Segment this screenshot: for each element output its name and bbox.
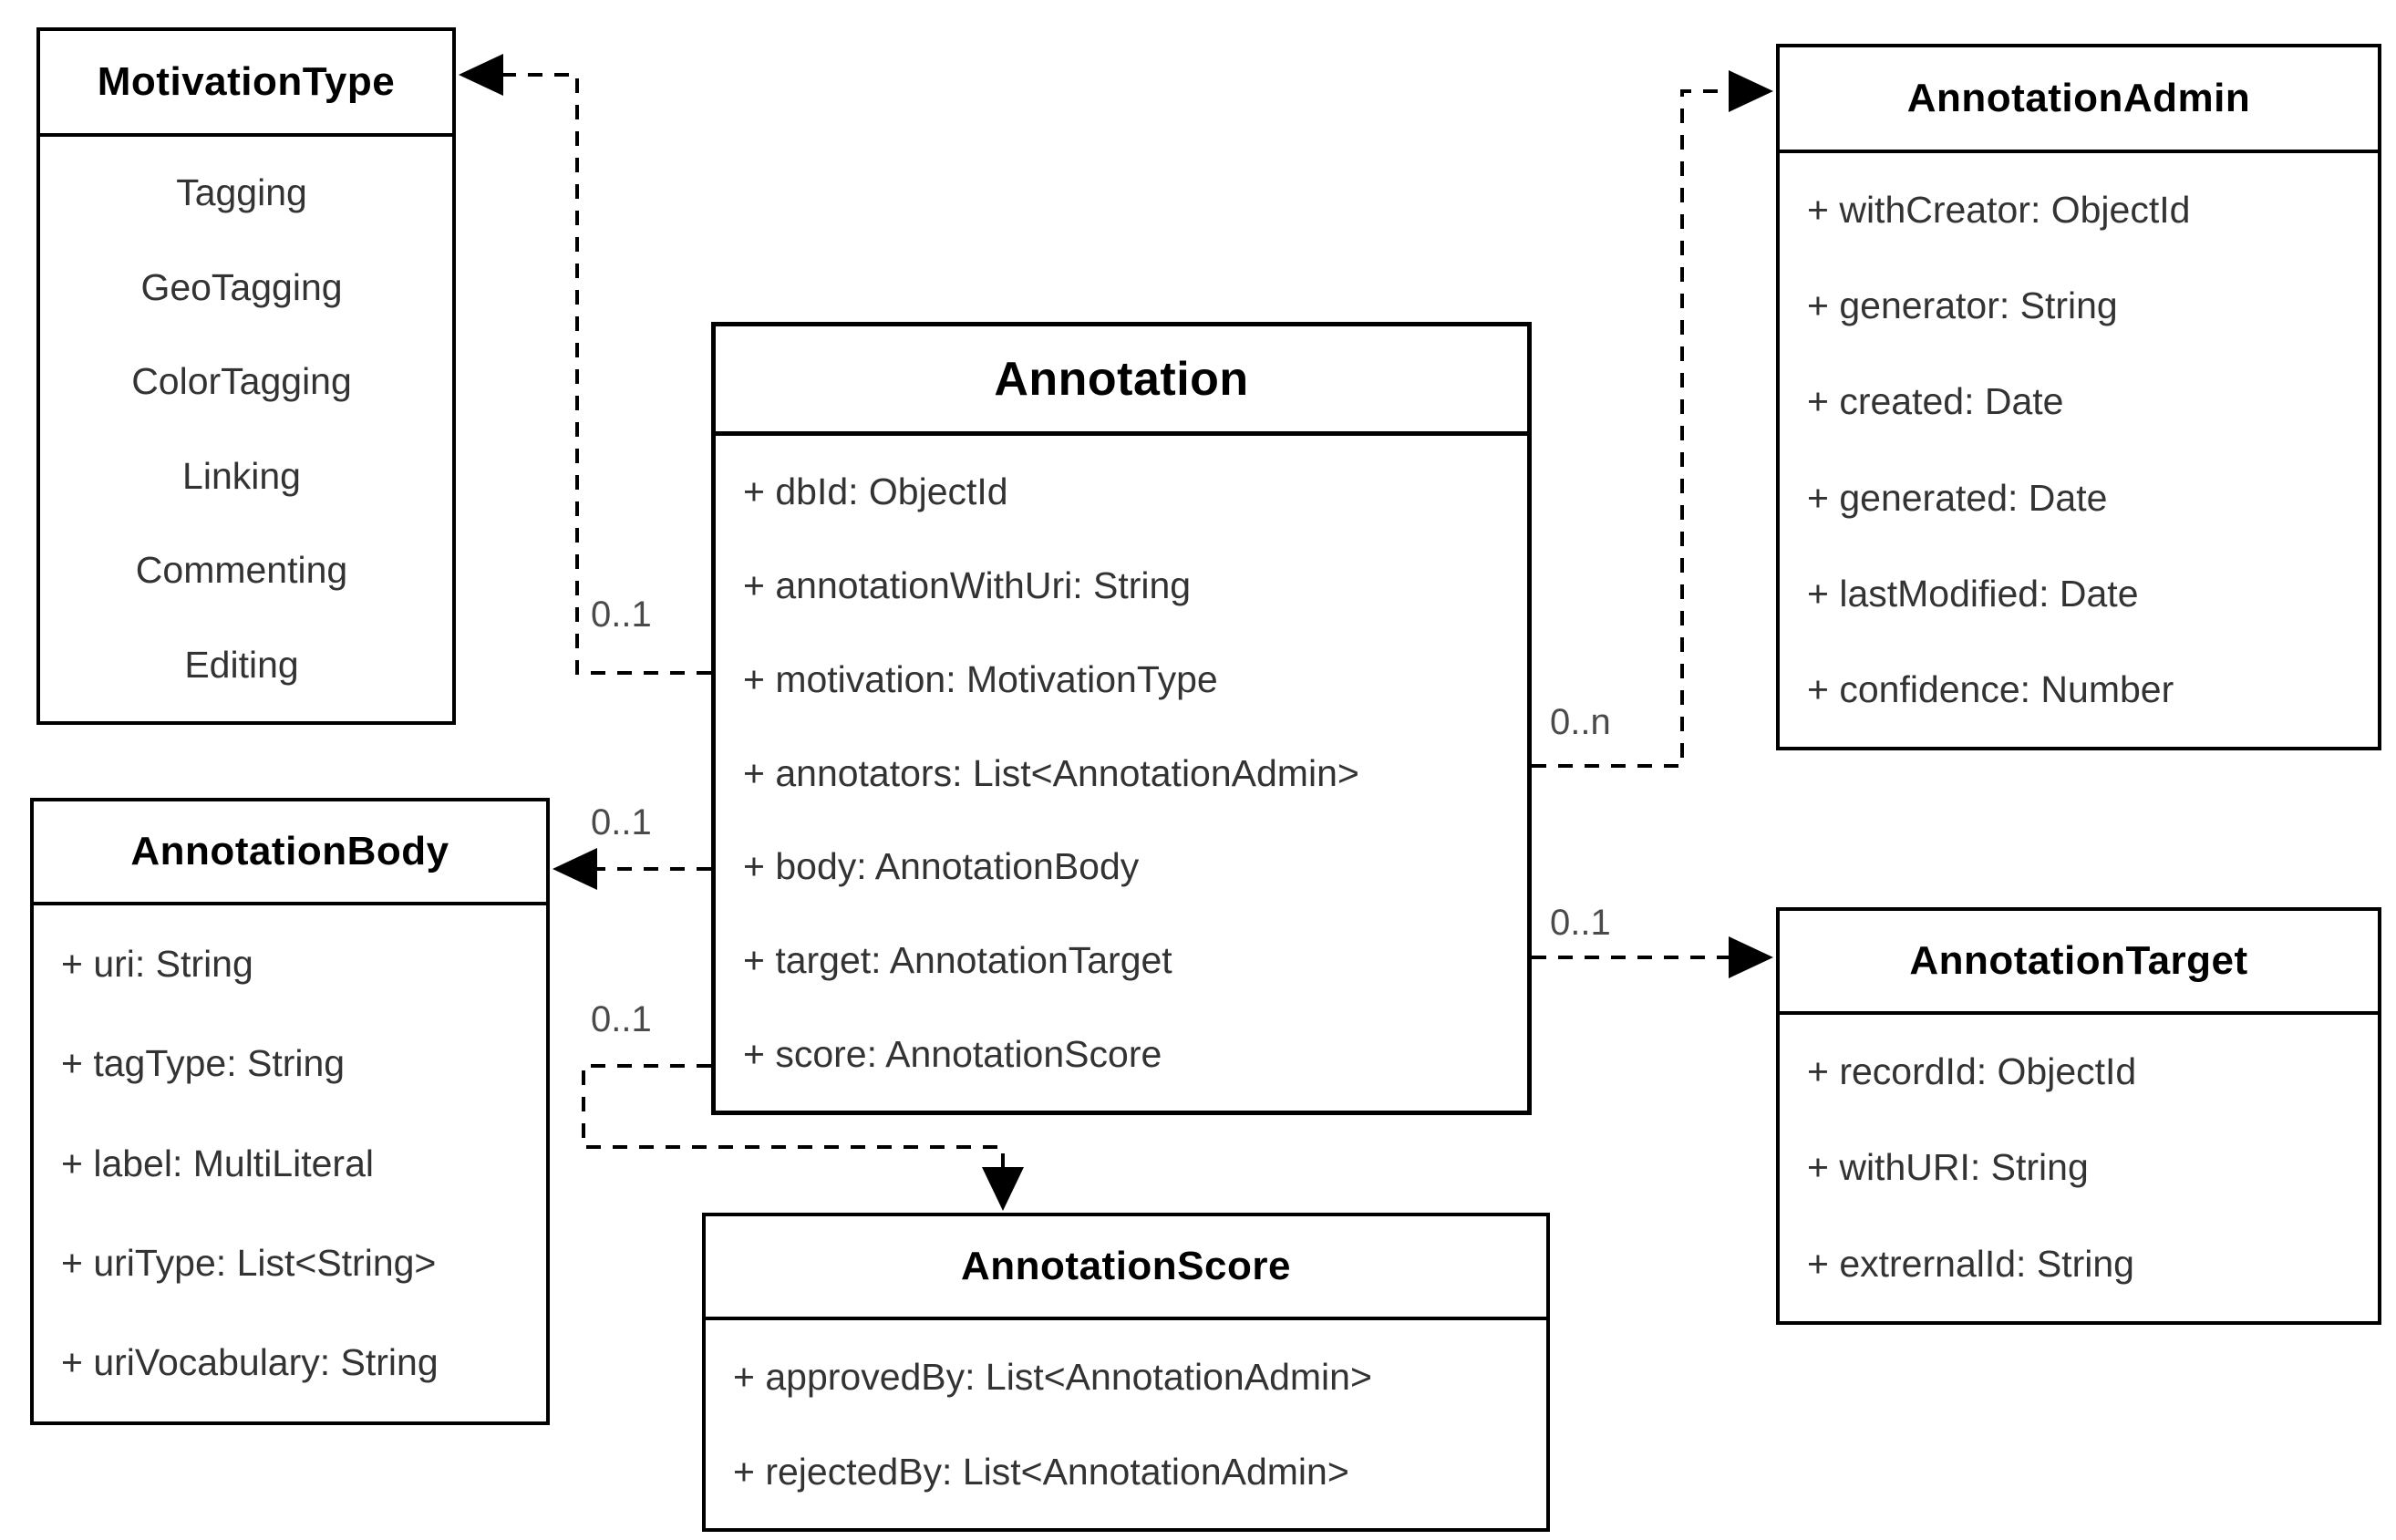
multiplicity-label: 0..1 [591, 999, 652, 1039]
attribute-row: + annotators: List<AnnotationAdmin> [743, 751, 1359, 794]
attribute-row: + rejectedBy: List<AnnotationAdmin> [733, 1450, 1349, 1493]
class-title-annotationadmin: AnnotationAdmin [1780, 47, 2378, 153]
class-box-annotation: Annotation + dbId: ObjectId + annotation… [711, 322, 1532, 1115]
enum-value: ColorTagging [131, 360, 352, 403]
attribute-row: + tagType: String [61, 1042, 346, 1085]
attribute-row: + score: AnnotationScore [743, 1033, 1162, 1076]
attribute-list: + withCreator: ObjectId + generator: Str… [1780, 153, 2378, 747]
class-box-annotationtarget: AnnotationTarget + recordId: ObjectId + … [1776, 907, 2381, 1325]
attribute-row: + lastModified: Date [1807, 572, 2139, 615]
enum-value: Commenting [135, 549, 348, 592]
attribute-list: + uri: String + tagType: String + label:… [34, 905, 546, 1421]
arrowhead-down-icon [982, 1167, 1024, 1211]
attribute-row: + recordId: ObjectId [1807, 1050, 2137, 1093]
arrowhead-left-icon [459, 54, 503, 96]
enum-value: GeoTagging [140, 265, 343, 308]
attribute-row: + withCreator: ObjectId [1807, 189, 2191, 232]
relation-score-line [582, 1064, 1005, 1171]
attribute-row: + created: Date [1807, 380, 2064, 423]
attribute-row: + approvedBy: List<AnnotationAdmin> [733, 1355, 1372, 1398]
multiplicity-label: 0..1 [591, 594, 652, 635]
arrowhead-left-icon [553, 848, 597, 890]
attribute-row: + target: AnnotationTarget [743, 939, 1172, 982]
attribute-row: + uriType: List<String> [61, 1241, 437, 1284]
attribute-list: + approvedBy: List<AnnotationAdmin> + re… [706, 1320, 1546, 1528]
enum-value: Tagging [176, 171, 307, 214]
relation-annotators-line [1532, 89, 1729, 768]
enum-value: Linking [182, 454, 301, 497]
class-box-annotationadmin: AnnotationAdmin + withCreator: ObjectId … [1776, 44, 2381, 750]
attribute-row: + body: AnnotationBody [743, 845, 1140, 888]
class-box-annotationscore: AnnotationScore + approvedBy: List<Annot… [702, 1213, 1550, 1532]
arrowhead-right-icon [1729, 936, 1773, 978]
class-title-annotation: Annotation [716, 326, 1527, 436]
attribute-row: + annotationWithUri: String [743, 563, 1192, 606]
attribute-row: + uriVocabulary: String [61, 1340, 439, 1383]
attribute-row: + withURI: String [1807, 1146, 2089, 1189]
class-box-annotationbody: AnnotationBody + uri: String + tagType: … [30, 798, 550, 1425]
class-title-motivationtype: MotivationType [40, 31, 452, 137]
attribute-row: + uri: String [61, 943, 253, 986]
class-box-motivationtype: MotivationType Tagging GeoTagging ColorT… [36, 27, 456, 725]
enum-value: Editing [184, 643, 299, 686]
attribute-row: + confidence: Number [1807, 667, 2174, 710]
attribute-row: + motivation: MotivationType [743, 657, 1218, 700]
multiplicity-label: 0..1 [1550, 903, 1611, 943]
multiplicity-label: 0..n [1550, 702, 1611, 742]
relation-motivation-line [503, 73, 711, 675]
attribute-row: + generated: Date [1807, 476, 2108, 519]
multiplicity-label: 0..1 [591, 802, 652, 842]
attribute-row: + dbId: ObjectId [743, 470, 1008, 512]
enum-value-list: Tagging GeoTagging ColorTagging Linking … [40, 137, 452, 721]
attribute-row: + label: MultiLiteral [61, 1142, 374, 1184]
class-title-annotationscore: AnnotationScore [706, 1216, 1546, 1320]
arrowhead-right-icon [1729, 70, 1773, 112]
attribute-list: + dbId: ObjectId + annotationWithUri: St… [716, 436, 1527, 1111]
attribute-row: + extrernalId: String [1807, 1242, 2134, 1285]
class-title-annotationtarget: AnnotationTarget [1780, 911, 2378, 1015]
attribute-list: + recordId: ObjectId + withURI: String +… [1780, 1015, 2378, 1321]
class-title-annotationbody: AnnotationBody [34, 801, 546, 905]
attribute-row: + generator: String [1807, 284, 2118, 327]
